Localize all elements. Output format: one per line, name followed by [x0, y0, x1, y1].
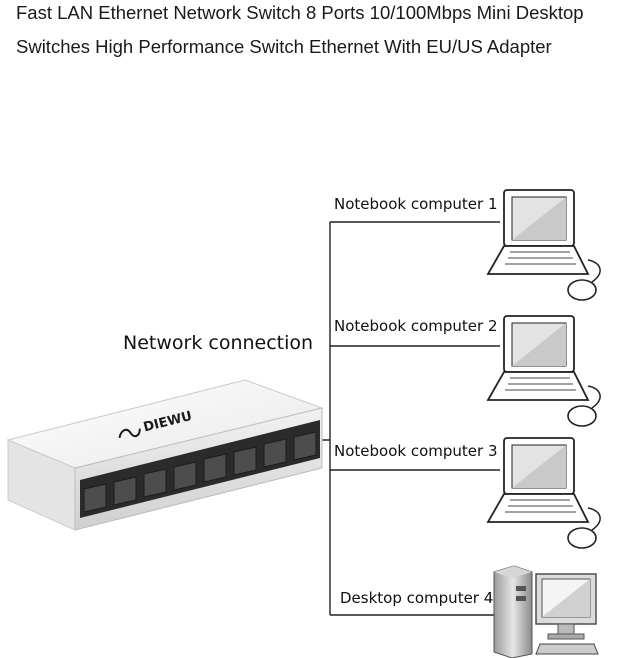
port-7	[263, 438, 287, 468]
device-label-2: Notebook computer 2	[334, 317, 498, 335]
laptop-icon-1	[486, 189, 601, 301]
laptop-icon-3	[486, 437, 601, 549]
port-2	[113, 476, 137, 506]
port-6	[233, 446, 257, 476]
port-3	[143, 468, 167, 498]
laptop-icon-2	[486, 315, 601, 427]
network-connection-label: Network connection	[123, 332, 314, 354]
device-label-4: Desktop computer 4	[340, 589, 494, 607]
product-title-line-2: Switches High Performance Switch Etherne…	[16, 36, 552, 57]
desktop-computer-icon	[493, 565, 599, 658]
device-label-1: Notebook computer 1	[334, 195, 498, 213]
port-1	[83, 483, 107, 513]
port-8	[293, 431, 317, 461]
device-label-3: Notebook computer 3	[334, 442, 498, 460]
port-4	[173, 461, 197, 491]
connection-lines	[304, 221, 500, 616]
port-5	[203, 453, 227, 483]
product-title-line-1: Fast LAN Ethernet Network Switch 8 Ports…	[16, 2, 584, 23]
switch-ports	[83, 431, 317, 513]
network-switch: DIEWU	[6, 379, 324, 531]
